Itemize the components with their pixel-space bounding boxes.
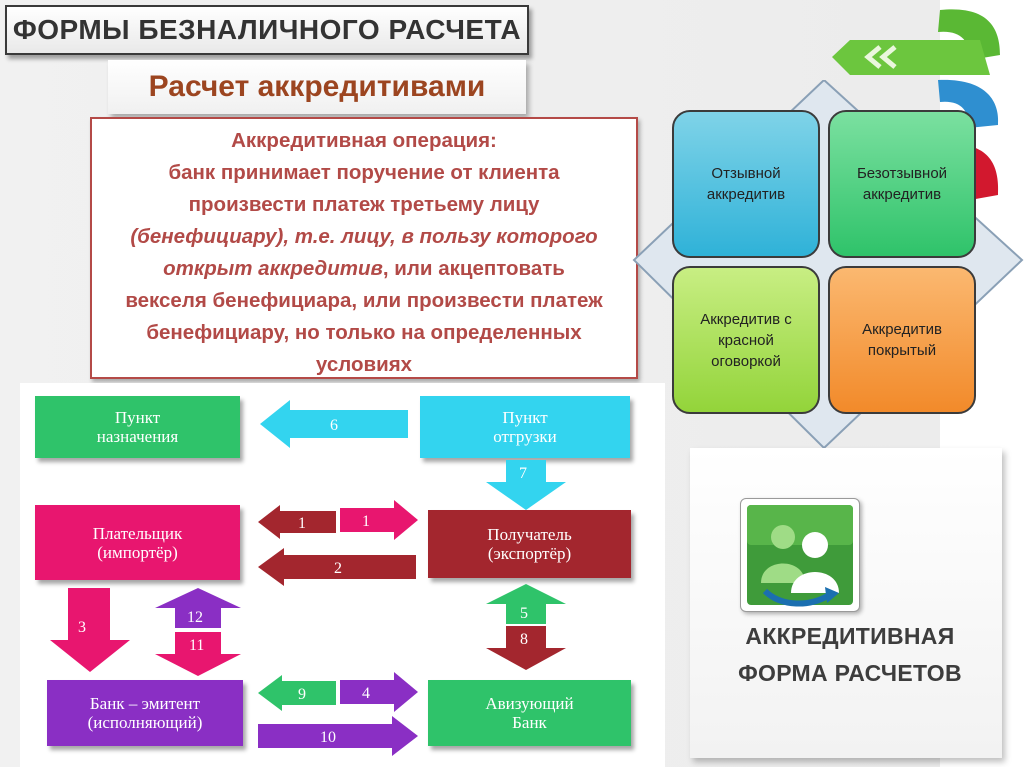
arrow-1-right: 1 [340, 500, 418, 540]
arrow-label: 3 [78, 619, 86, 636]
arrow-label: 2 [334, 560, 342, 577]
arrow-3: 3 [50, 588, 130, 672]
definition-italic: открыт аккредитив [163, 257, 383, 280]
node-label: Авизующий [485, 694, 574, 713]
definition-line: (бенефициару), т.е. лицу, в пользу котор… [130, 225, 598, 248]
arrow-label: 5 [520, 605, 528, 622]
node-label: Пункт [502, 408, 548, 427]
definition-line: условиях [315, 353, 413, 376]
definition-line: банк принимает поручение от клиента [168, 161, 560, 184]
definition-line: бенефициару, но только на определенных [146, 321, 582, 344]
definition-rest: , или акцептовать [382, 257, 565, 280]
arrow-label: 8 [520, 631, 528, 648]
node-label: Плательщик [92, 523, 183, 543]
tile-irrevocable: Безотзывной аккредитив [828, 110, 976, 258]
definition-line: произвести платеж третьему лицу [188, 193, 540, 216]
node-label: Пункт [114, 408, 161, 427]
arrow-9: 9 [258, 675, 336, 711]
tile-revocable: Отзывной аккредитив [672, 110, 820, 258]
arrow-label: 6 [330, 417, 338, 434]
arrow-2: 2 [258, 548, 416, 586]
badge-caption-line: ФОРМА РАСЧЕТОВ [738, 660, 962, 686]
node-payer: Плательщик(импортёр) [35, 505, 240, 580]
node-label: назначения [96, 427, 179, 446]
arrow-8: 8 [486, 626, 566, 670]
users-exchange-icon [747, 505, 853, 607]
tile-red-clause: Аккредитив с красной оговоркой [672, 266, 820, 414]
arrow-label: 1 [298, 515, 306, 532]
arrow-12: 12 [155, 588, 241, 628]
tile-label: оговоркой [711, 352, 781, 370]
tile-label: Отзывной [711, 165, 781, 182]
node-label: Банк [512, 713, 547, 732]
badge-caption-line: АККРЕДИТИВНАЯ [745, 623, 955, 649]
tile-label: аккредитив [706, 186, 786, 203]
badge-caption: АККРЕДИТИВНАЯ ФОРМА РАСЧЕТОВ [700, 618, 1000, 692]
arrow-4: 4 [340, 672, 418, 712]
definition-line: Аккредитивная операция: [231, 129, 497, 152]
tile-label: покрытый [867, 342, 937, 359]
arrow-10: 10 [258, 716, 418, 756]
tile-label: аккредитив [862, 186, 942, 203]
arrow-label: 9 [298, 686, 306, 703]
node-receiver: Получатель(экспортёр) [428, 510, 631, 578]
definition-line: открыт аккредитив, или акцептовать [106, 253, 622, 285]
tile-label: красной [718, 331, 774, 349]
arrow-5: 5 [486, 584, 566, 624]
arrow-label: 1 [362, 513, 370, 530]
arrow-label: 10 [320, 729, 336, 746]
tile-label: Аккредитив [862, 321, 942, 338]
badge-icon-tile [740, 498, 860, 612]
arrow-label: 11 [189, 637, 204, 654]
arrow-label: 4 [362, 685, 370, 702]
node-label: Банк – эмитент [89, 694, 201, 713]
node-label: Получатель [487, 525, 572, 544]
tile-covered: Аккредитив покрытый [828, 266, 976, 414]
arrow-label: 12 [187, 609, 203, 626]
definition-box: Аккредитивная операция: банк принимает п… [90, 117, 638, 379]
node-label: отгрузки [493, 427, 557, 446]
arrow-7: 7 [486, 460, 566, 510]
tile-label: Безотзывной [856, 165, 948, 182]
arrow-1-left: 1 [258, 505, 336, 539]
node-issuing-bank: Банк – эмитент(исполняющий) [47, 680, 243, 746]
slide-subtitle: Расчет аккредитивами [108, 60, 526, 114]
arrow-6: 6 [260, 400, 408, 448]
node-label: (импортёр) [97, 542, 178, 562]
tile-label: Аккредитив с [700, 310, 792, 328]
arrow-11: 11 [155, 632, 241, 676]
arrow-label: 7 [519, 465, 527, 482]
definition-line: векселя бенефициара, или произвести плат… [125, 289, 603, 312]
node-label: (исполняющий) [87, 713, 203, 732]
slide-title: ФОРМЫ БЕЗНАЛИЧНОГО РАСЧЕТА [5, 5, 529, 55]
node-label: (экспортёр) [487, 544, 572, 563]
